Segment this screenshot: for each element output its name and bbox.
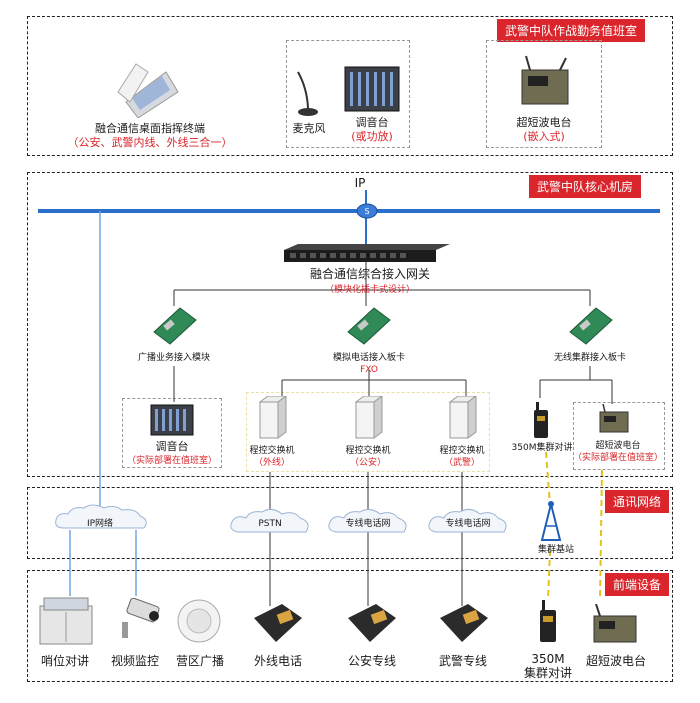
- mixer-label: 调音台: [355, 116, 389, 129]
- camera-label: 视频监控: [110, 654, 160, 668]
- zone-comm-tag: 通讯网络: [605, 490, 670, 513]
- desk-terminal-icon: [117, 63, 179, 118]
- zone-duty-room: [27, 16, 673, 156]
- pbx-external-note: （外线）: [253, 458, 291, 468]
- front-radio-icon: [593, 604, 637, 643]
- fxo-label: FXO: [360, 365, 378, 375]
- speaker-label: 营区广播: [175, 654, 225, 668]
- camera-icon: [122, 598, 160, 638]
- phone-external-label: 外线电话: [253, 654, 303, 668]
- speaker-icon: [177, 599, 221, 643]
- broadcast-card-label: 广播业务接入模块: [137, 353, 211, 363]
- police-network-label: 专线电话网: [345, 519, 391, 529]
- police-network-cloud-icon: [328, 508, 407, 533]
- pstn-cloud-icon: [230, 508, 309, 533]
- analog-card-label: 模拟电话接入板卡: [332, 353, 406, 363]
- core-mixer-icon: [150, 404, 194, 436]
- base-station-label: 集群基站: [537, 545, 575, 555]
- front-radio-label: 超短波电台: [585, 654, 647, 668]
- ip-label: IP: [354, 176, 366, 190]
- zone-core-room: [27, 172, 673, 477]
- core-radio-note: （实际部署在值班室）: [572, 453, 664, 463]
- armed-network-label: 专线电话网: [445, 519, 491, 529]
- pbx-external-label: 程控交换机: [249, 446, 295, 456]
- core-radio-box: [573, 402, 665, 470]
- pbx-armed-icon: [448, 396, 477, 439]
- zone-duty-tag: 武警中队作战勤务值班室: [497, 19, 646, 42]
- gateway-note: （模块化插卡式设计）: [324, 285, 416, 295]
- mixer-icon: [344, 66, 400, 112]
- front-walkie-label-1: 350M: [531, 652, 565, 666]
- zone-comm-network: [27, 487, 673, 559]
- gateway-label: 融合通信综合接入网关: [309, 267, 431, 281]
- phone-armed-label: 武警专线: [438, 654, 488, 668]
- analog-card-icon: [347, 307, 391, 345]
- core-radio-label: 超短波电台: [595, 441, 641, 451]
- core-walkie-label: 350M集群对讲: [511, 443, 573, 453]
- intercom-label: 哨位对讲: [40, 654, 90, 668]
- radio-note: (嵌入式): [523, 130, 565, 143]
- zone-front-devices: [27, 570, 673, 682]
- phone-police-icon: [348, 604, 396, 642]
- microphone-icon: [297, 71, 318, 116]
- wireless-card-label: 无线集群接入板卡: [553, 353, 627, 363]
- svg-text:S: S: [364, 207, 369, 216]
- ip-network-label: IP网络: [86, 519, 114, 529]
- base-station-icon: [540, 501, 562, 541]
- core-mixer-label: 调音台: [155, 440, 189, 453]
- duty-radio-box: [486, 40, 602, 148]
- armed-network-cloud-icon: [428, 508, 507, 533]
- wireless-card-icon: [569, 307, 613, 345]
- desk-terminal-label: 融合通信桌面指挥终端: [95, 122, 205, 135]
- router-icon: S: [356, 203, 378, 219]
- core-radio-icon: [599, 404, 629, 433]
- phone-armed-icon: [440, 604, 488, 642]
- core-walkie-icon: [534, 402, 548, 438]
- zone-core-tag: 武警中队核心机房: [529, 175, 642, 198]
- core-pbx-box: [246, 392, 490, 472]
- intercom-icon: [39, 597, 93, 645]
- front-walkie-icon: [540, 600, 556, 642]
- pstn-label: PSTN: [258, 519, 282, 529]
- radio-icon: [521, 55, 569, 105]
- pbx-armed-note: （武警）: [443, 458, 481, 468]
- ip-network-cloud-icon: [55, 504, 147, 529]
- gateway-icon: [284, 244, 450, 262]
- mixer-note: (或功放): [351, 130, 393, 143]
- desk-terminal-note: （公安、武警内线、外线三合一）: [67, 136, 233, 149]
- duty-audio-box: [286, 40, 410, 148]
- core-mixer-box: [122, 398, 222, 468]
- pbx-external-icon: [258, 396, 287, 439]
- broadcast-card-icon: [153, 307, 197, 345]
- pbx-armed-label: 程控交换机: [439, 446, 485, 456]
- zone-front-tag: 前端设备: [605, 573, 670, 596]
- phone-external-icon: [254, 604, 302, 642]
- pbx-police-icon: [354, 396, 383, 439]
- core-mixer-note: （实际部署在值班室）: [126, 456, 218, 466]
- pbx-police-note: （公安）: [349, 458, 387, 468]
- phone-police-label: 公安专线: [347, 654, 397, 668]
- pbx-police-label: 程控交换机: [345, 446, 391, 456]
- radio-label: 超短波电台: [516, 116, 572, 129]
- front-walkie-label-2: 集群对讲: [523, 666, 573, 680]
- microphone-label: 麦克风: [292, 122, 326, 135]
